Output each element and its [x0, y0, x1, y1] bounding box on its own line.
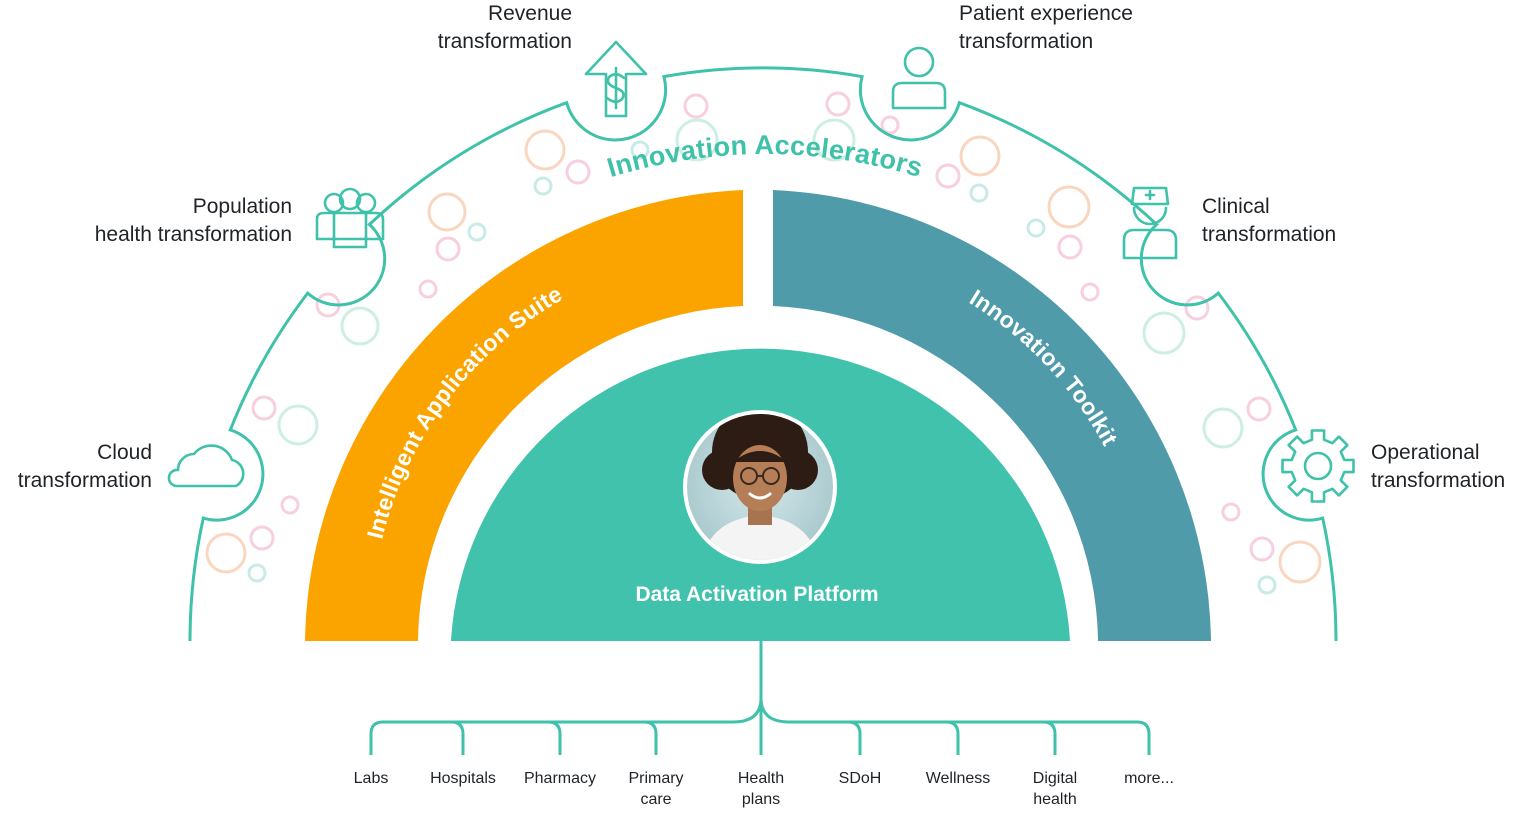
bubble [524, 129, 566, 171]
data-source-label: Digital health [1033, 770, 1077, 808]
data-source-label-line: Pharmacy [524, 770, 596, 787]
data-source-label: SDoH [839, 770, 882, 787]
accelerator-label: Clinical transformation [1202, 195, 1336, 246]
accelerator-ring-outline [188, 66, 1338, 642]
bubble [565, 159, 591, 185]
accelerator-label: Cloud transformation [18, 441, 152, 492]
data-source-label-line: more... [1124, 770, 1174, 787]
bubble [1026, 218, 1046, 238]
bubble [340, 306, 380, 346]
data-source-label-line: care [640, 791, 671, 808]
bubble [1184, 295, 1210, 321]
data-source-label-line: plans [742, 791, 780, 808]
bubble [435, 236, 461, 262]
data-source-label-line: Wellness [926, 770, 991, 787]
bubble [1080, 282, 1100, 302]
data-source-label-line: Digital [1033, 770, 1077, 787]
accelerator-label: Revenue transformation [438, 2, 572, 53]
data-source-label-line: Health [738, 770, 784, 787]
accelerators-title: Innovation Accelerators [604, 130, 926, 183]
bubble [467, 222, 487, 242]
bubble [205, 532, 247, 574]
bubble [418, 279, 438, 299]
bubble [1142, 311, 1186, 355]
nurse-icon [1122, 186, 1178, 260]
cloud-icon [167, 444, 245, 488]
data-source-label-line: Labs [354, 770, 389, 787]
accelerator-label-line: transformation [1202, 223, 1336, 246]
accelerator-label-line: transformation [959, 30, 1093, 53]
platform-title: Data Activation Platform [635, 583, 878, 606]
dollar-arrow-up-icon [584, 40, 648, 118]
accelerator-label: Population health transformation [95, 195, 292, 246]
accelerator-label-line: Cloud [97, 441, 152, 464]
bubble [880, 115, 900, 135]
bubble [277, 404, 319, 446]
svg-text:Innovation Accelerators: Innovation Accelerators [604, 130, 926, 183]
gear-icon [1281, 429, 1355, 503]
data-source-label: Wellness [926, 770, 991, 787]
data-source-label: Labs [354, 770, 389, 787]
bubble [249, 525, 275, 551]
patient-person-icon [891, 46, 947, 110]
accelerator-label-line: transformation [1371, 469, 1505, 492]
bubble [427, 192, 467, 232]
bubble [251, 395, 277, 421]
decorative-bubbles [205, 91, 1322, 595]
data-source-label-line: health [1033, 791, 1077, 808]
bubble [683, 93, 709, 119]
people-group-icon [315, 187, 385, 249]
bubble [1221, 502, 1241, 522]
data-source-label: Hospitals [430, 770, 496, 787]
bubble [280, 495, 300, 515]
data-source-label-line: Primary [628, 770, 683, 787]
accelerator-label-line: Patient experience [959, 2, 1133, 25]
bubble [1057, 234, 1083, 260]
bubble [1249, 536, 1275, 562]
accelerator-label-line: transformation [438, 30, 572, 53]
accelerator-label-line: Revenue [488, 2, 572, 25]
bubble [1278, 540, 1322, 584]
innovation-toolkit-arc [773, 190, 1211, 641]
bubble [1246, 396, 1272, 422]
bubble [1047, 185, 1091, 229]
accelerator-label-line: Clinical [1202, 195, 1270, 218]
data-source-label: Health plans [738, 770, 784, 808]
data-source-label: Pharmacy [524, 770, 596, 787]
accelerator-label-line: health transformation [95, 223, 292, 246]
bubble [825, 91, 851, 117]
accelerator-ring [188, 66, 1338, 642]
accelerator-label: Patient experience transformation [959, 2, 1133, 53]
data-source-label-line: SDoH [839, 770, 882, 787]
data-source-label-line: Hospitals [430, 770, 496, 787]
intelligent-application-suite-arc [305, 190, 743, 641]
bubble [969, 183, 989, 203]
bubble [959, 135, 1001, 177]
data-source-label: more... [1124, 770, 1174, 787]
bubble [675, 118, 719, 162]
data-source-connectors [369, 641, 1151, 755]
accelerator-label-line: transformation [18, 469, 152, 492]
accelerator-label-line: Operational [1371, 441, 1480, 464]
bubble [630, 140, 650, 160]
accelerator-label: Operational transformation [1371, 441, 1505, 492]
bubble [247, 563, 267, 583]
data-source-label: Primary care [628, 770, 683, 808]
bubble [533, 176, 553, 196]
bubble [935, 163, 961, 189]
bubble [812, 118, 856, 162]
bubble [1202, 407, 1244, 449]
data-source-tree [369, 641, 1151, 755]
bubble [1257, 575, 1277, 595]
accelerator-label-line: Population [193, 195, 292, 218]
avatar [683, 410, 837, 564]
